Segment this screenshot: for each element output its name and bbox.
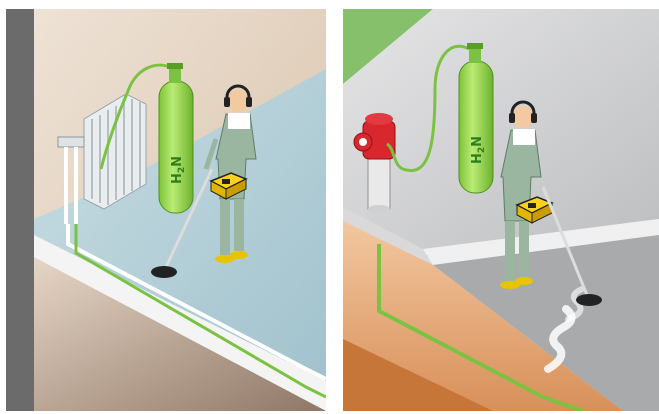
outdoor-leak-detection-illustration: H2N <box>343 9 659 411</box>
outdoor-scene-svg: H2N <box>343 9 659 411</box>
left-wall-edge <box>6 9 34 411</box>
probe-head <box>151 266 177 278</box>
indoor-leak-detection-illustration: H2N <box>6 9 326 411</box>
indoor-scene-svg: H2N <box>6 9 326 411</box>
probe-head <box>576 294 602 306</box>
gas-cylinder: H2N <box>159 63 193 213</box>
gas-cylinder: H2N <box>459 43 493 193</box>
